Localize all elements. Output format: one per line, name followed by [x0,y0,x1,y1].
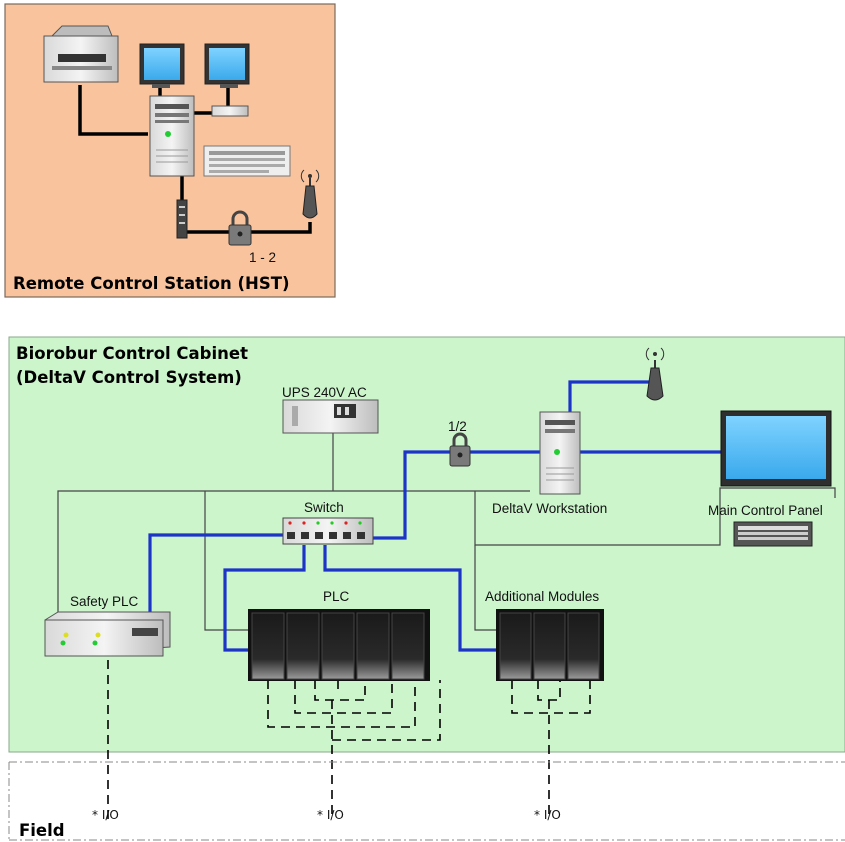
antenna-icon [300,169,320,219]
plc-label: PLC [323,589,350,604]
remote-station-title: Remote Control Station (HST) [13,274,290,293]
lock-icon [449,432,471,467]
io-label: * I/O [92,808,119,822]
monitor-icon [204,43,250,88]
field-area: * I/O * I/O * I/O Field [8,761,845,842]
printer-icon [43,25,119,83]
lock-icon [228,210,252,246]
lock-label: 1/2 [448,419,467,434]
hub-icon [211,105,249,117]
safety-plc-label: Safety PLC [70,594,139,609]
switch-label: Switch [304,500,344,515]
monitor-icon [139,43,185,88]
additional-modules-label: Additional Modules [485,589,599,604]
ups-icon [282,399,379,434]
network-switch-icon [282,517,374,545]
additional-modules-icon [496,609,604,681]
main-panel-label: Main Control Panel [708,503,823,518]
io-label: * I/O [317,808,344,822]
keyboard-icon [733,521,813,547]
ups-label: UPS 240V AC [282,385,367,400]
remote-station-panel: 1 - 2 Remote Control Station (HST) [4,3,336,298]
safety-plc-icon [44,611,171,657]
cabinet-title-line2: (DeltaV Control System) [16,368,242,387]
field-title: Field [19,821,65,840]
gray-wires [57,432,836,631]
remote-wires [78,85,312,234]
remote-link-label: 1 - 2 [249,250,276,265]
cabinet-title-line1: Biorobur Control Cabinet [16,344,248,363]
modem-icon [176,199,188,239]
io-wires [107,660,591,820]
plc-rack-icon [248,609,430,681]
antenna-icon [645,347,665,401]
main-control-panel-icon [720,410,832,487]
control-cabinet-panel: UPS 240V AC 1/2 DeltaV Workstation [8,336,845,820]
keyboard-icon [203,145,291,177]
workstation-label: DeltaV Workstation [492,501,607,516]
io-label: * I/O [534,808,561,822]
workstation-tower-icon [539,411,581,495]
computer-tower-icon [149,95,195,177]
